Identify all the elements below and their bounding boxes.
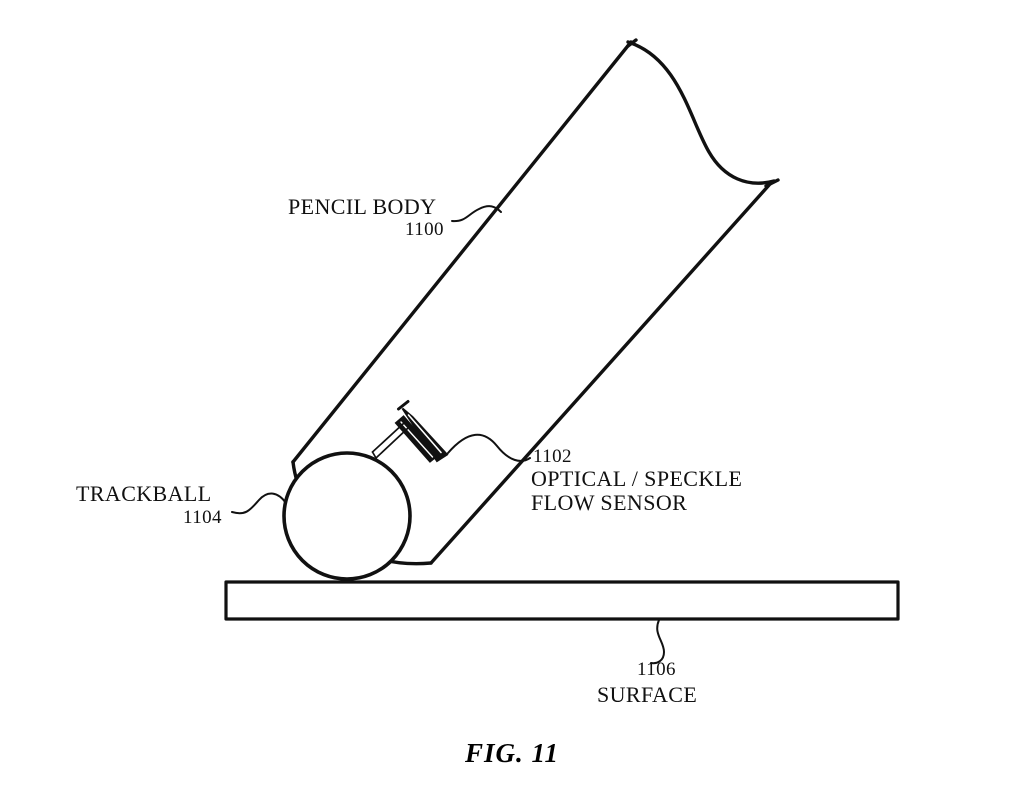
leader-line-pencil-body bbox=[451, 205, 502, 223]
leader-line-sensor bbox=[447, 433, 531, 462]
sensor-body-slot bbox=[407, 414, 442, 454]
pencil-body-lower-line bbox=[429, 182, 772, 565]
sensor-secondary-slot bbox=[400, 421, 434, 458]
pencil-body-break-line bbox=[626, 40, 776, 185]
trackball-circle bbox=[282, 451, 412, 581]
sensor-beam-end-cap bbox=[371, 451, 377, 459]
ref-number-1100: 1100 bbox=[405, 219, 444, 240]
sensor-beam-line-a bbox=[371, 422, 405, 453]
ref-number-1102: 1102 bbox=[533, 446, 572, 467]
ref-number-1104: 1104 bbox=[183, 507, 222, 528]
label-pencil-body: PENCIL BODY bbox=[288, 194, 437, 219]
surface-rectangle bbox=[224, 580, 900, 621]
leader-line-trackball bbox=[231, 492, 287, 515]
ref-number-1106: 1106 bbox=[637, 659, 676, 680]
break-line-tail-top bbox=[626, 38, 638, 48]
sensor-beam-line-b bbox=[375, 427, 409, 459]
break-line-tail-bottom bbox=[764, 178, 780, 188]
label-optical-speckle-flow-sensor-line2: FLOW SENSOR bbox=[531, 490, 688, 515]
leader-line-surface bbox=[650, 619, 665, 665]
figure-caption: FIG. 11 bbox=[464, 738, 560, 768]
label-trackball: TRACKBALL bbox=[76, 481, 212, 506]
label-optical-speckle-flow-sensor-line1: OPTICAL / SPECKLE bbox=[531, 466, 743, 491]
label-surface: SURFACE bbox=[597, 682, 698, 707]
pencil-body-upper-line bbox=[291, 40, 633, 464]
sensor-end-tick bbox=[397, 400, 410, 411]
